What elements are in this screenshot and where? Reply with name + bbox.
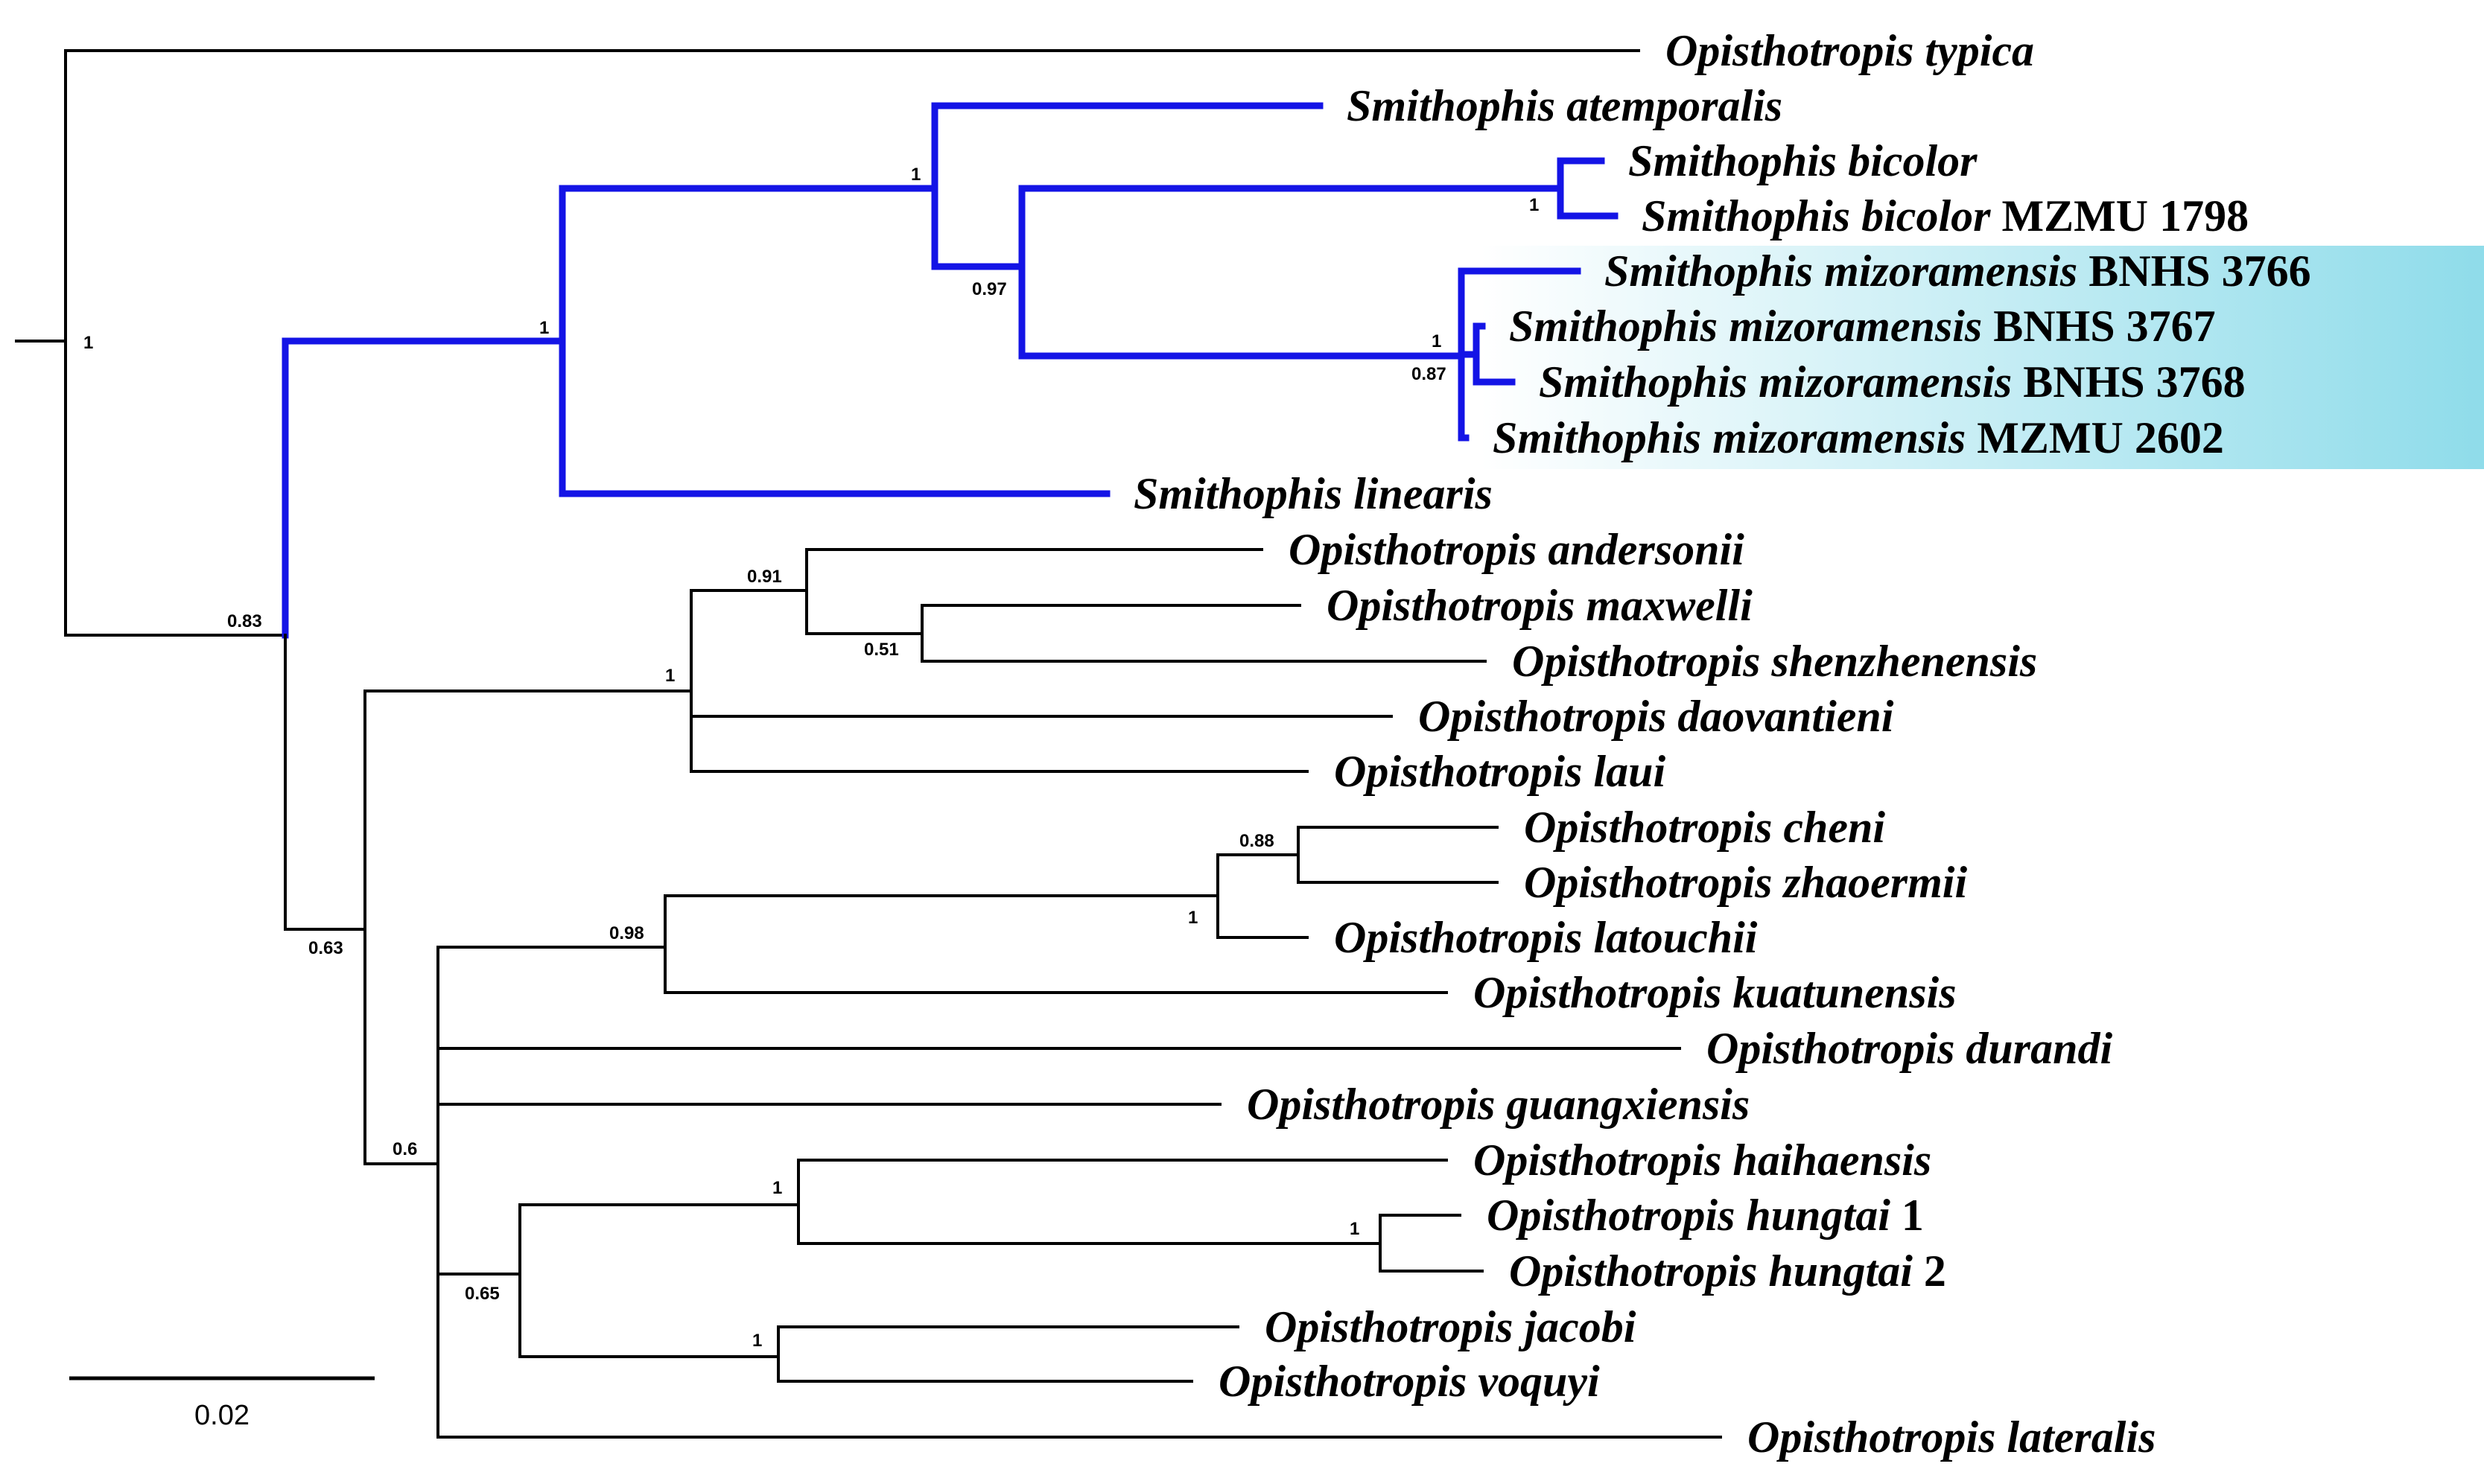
species-name: Opisthotropis andersonii	[1289, 525, 1744, 574]
support-value-jacobi-voquyi: 1	[752, 1331, 762, 1351]
species-name: Opisthotropis durandi	[1706, 1024, 2113, 1073]
support-value-hungtai-pair: 1	[1350, 1219, 1359, 1239]
support-values: 1 0.83 1 1 0.97 1 1 0.87 0.63 1 0.91 0.51 0.6 0.98 1 0.…	[83, 165, 1539, 1351]
tip-label-latouchii: Opisthotropis latouchii	[1334, 913, 1758, 962]
tip-label-andersonii: Opisthotropis andersonii	[1289, 525, 1744, 574]
support-value-smithophis-core: 1	[911, 165, 921, 185]
support-value-andersonii-group: 1	[665, 666, 675, 686]
species-name: Opisthotropis hungtai	[1509, 1246, 1913, 1296]
tip-label-typica: Opisthotropis typica	[1665, 26, 2034, 75]
species-name: Smithophis linearis	[1134, 469, 1493, 518]
species-name: Opisthotropis laui	[1334, 747, 1665, 796]
specimen-id: 1	[1890, 1191, 1924, 1240]
tip-label-kuatunensis: Opisthotropis kuatunensis	[1473, 968, 1957, 1017]
tip-label-cheni: Opisthotropis cheni	[1524, 803, 1885, 852]
support-value-smithophis-linearis: 0.83	[227, 611, 262, 631]
tip-label-maxwelli: Opisthotropis maxwelli	[1327, 581, 1753, 630]
tip-label-miz3766: Smithophis mizoramensis BNHS 3766	[1604, 246, 2311, 296]
support-value-bicolor-mizoramensis: 0.97	[972, 279, 1007, 299]
tip-label-laui: Opisthotropis laui	[1334, 747, 1665, 796]
tip-label-linearis: Smithophis linearis	[1134, 469, 1493, 518]
tree-branches	[15, 49, 1722, 1439]
specimen-id: BNHS 3766	[2077, 246, 2310, 296]
species-name: Opisthotropis maxwelli	[1327, 581, 1753, 630]
species-name: Smithophis mizoramensis	[1604, 246, 2077, 296]
support-value-bicolor-pair: 1	[1529, 195, 1539, 215]
specimen-id: MZMU 2602	[1966, 413, 2224, 462]
species-name: Smithophis mizoramensis	[1493, 413, 1966, 462]
tip-label-haihaensis: Opisthotropis haihaensis	[1473, 1136, 1931, 1185]
tip-label-bicolor1798: Smithophis bicolor MZMU 1798	[1642, 191, 2249, 241]
specimen-id: BNHS 3768	[2012, 357, 2245, 407]
tip-label-lateralis: Opisthotropis lateralis	[1747, 1413, 2156, 1462]
tip-label-shenzhenensis: Opisthotropis shenzhenensis	[1512, 637, 2037, 686]
tip-label-zhaoermii: Opisthotropis zhaoermii	[1524, 858, 1967, 907]
support-value-root: 1	[83, 333, 93, 353]
species-name: Opisthotropis daovantieni	[1418, 692, 1894, 741]
support-value-andersonii-maxwelli: 0.91	[747, 567, 782, 587]
species-name: Opisthotropis typica	[1665, 26, 2034, 75]
species-name: Opisthotropis voquyi	[1219, 1357, 1600, 1406]
species-name: Opisthotropis latouchii	[1334, 913, 1758, 962]
species-name: Opisthotropis shenzhenensis	[1512, 637, 2037, 686]
mizoramensis-highlight-box	[1481, 246, 2484, 469]
species-name: Opisthotropis lateralis	[1747, 1413, 2156, 1462]
support-value-opisthotropis-main: 0.63	[308, 938, 343, 958]
specimen-id: BNHS 3767	[1982, 302, 2215, 351]
species-name: Smithophis bicolor	[1628, 136, 1978, 185]
scale-bar: 0.02	[69, 1376, 375, 1431]
scale-bar-label: 0.02	[194, 1400, 250, 1431]
support-value-cheni-zhaoermii: 0.88	[1239, 831, 1274, 851]
tip-label-daovantieni: Opisthotropis daovantieni	[1418, 692, 1894, 741]
species-name: Opisthotropis guangxiensis	[1247, 1080, 1750, 1129]
tip-label-guangxiensis: Opisthotropis guangxiensis	[1247, 1080, 1750, 1129]
species-name: Smithophis bicolor	[1642, 191, 1991, 241]
specimen-id: MZMU 1798	[1990, 191, 2249, 241]
species-name: Opisthotropis zhaoermii	[1524, 858, 1967, 907]
species-name: Smithophis mizoramensis	[1509, 302, 1982, 351]
tip-label-miz3767: Smithophis mizoramensis BNHS 3767	[1509, 302, 2216, 351]
support-value-lower-group: 0.6	[393, 1139, 417, 1159]
species-name: Opisthotropis hungtai	[1487, 1191, 1890, 1240]
support-value-haihaensis-hungtai: 1	[772, 1178, 782, 1198]
species-name: Smithophis mizoramensis	[1539, 357, 2012, 407]
support-value-latouchii-group: 0.98	[609, 923, 644, 943]
tip-label-jacobi: Opisthotropis jacobi	[1265, 1302, 1636, 1351]
tip-label-hungtai2: Opisthotropis hungtai 2	[1509, 1246, 1946, 1296]
tip-label-voquyi: Opisthotropis voquyi	[1219, 1357, 1600, 1406]
support-value-haihaensis-voquyi: 0.65	[465, 1284, 500, 1304]
tip-label-bicolor: Smithophis bicolor	[1628, 136, 1978, 185]
specimen-id: 2	[1913, 1246, 1946, 1296]
support-value-mizoramensis-clade: 1	[1432, 331, 1441, 351]
species-name: Smithophis atemporalis	[1347, 81, 1782, 130]
support-value-mizoramensis-inner: 0.87	[1411, 364, 1446, 384]
species-name: Opisthotropis haihaensis	[1473, 1136, 1931, 1185]
tip-label-durandi: Opisthotropis durandi	[1706, 1024, 2113, 1073]
tip-label-atemporalis: Smithophis atemporalis	[1347, 81, 1782, 130]
tip-label-hungtai1: Opisthotropis hungtai 1	[1487, 1191, 1924, 1240]
species-name: Opisthotropis jacobi	[1265, 1302, 1636, 1351]
support-value-maxwelli-shenzhenensis: 0.51	[864, 640, 899, 660]
tip-label-miz2602: Smithophis mizoramensis MZMU 2602	[1493, 413, 2224, 462]
species-name: Opisthotropis kuatunensis	[1473, 968, 1957, 1017]
tip-label-miz3768: Smithophis mizoramensis BNHS 3768	[1539, 357, 2246, 407]
support-value-cheni-latouchii: 1	[1188, 908, 1198, 928]
support-value-smithophis-crown: 1	[539, 318, 549, 338]
species-name: Opisthotropis cheni	[1524, 803, 1885, 852]
